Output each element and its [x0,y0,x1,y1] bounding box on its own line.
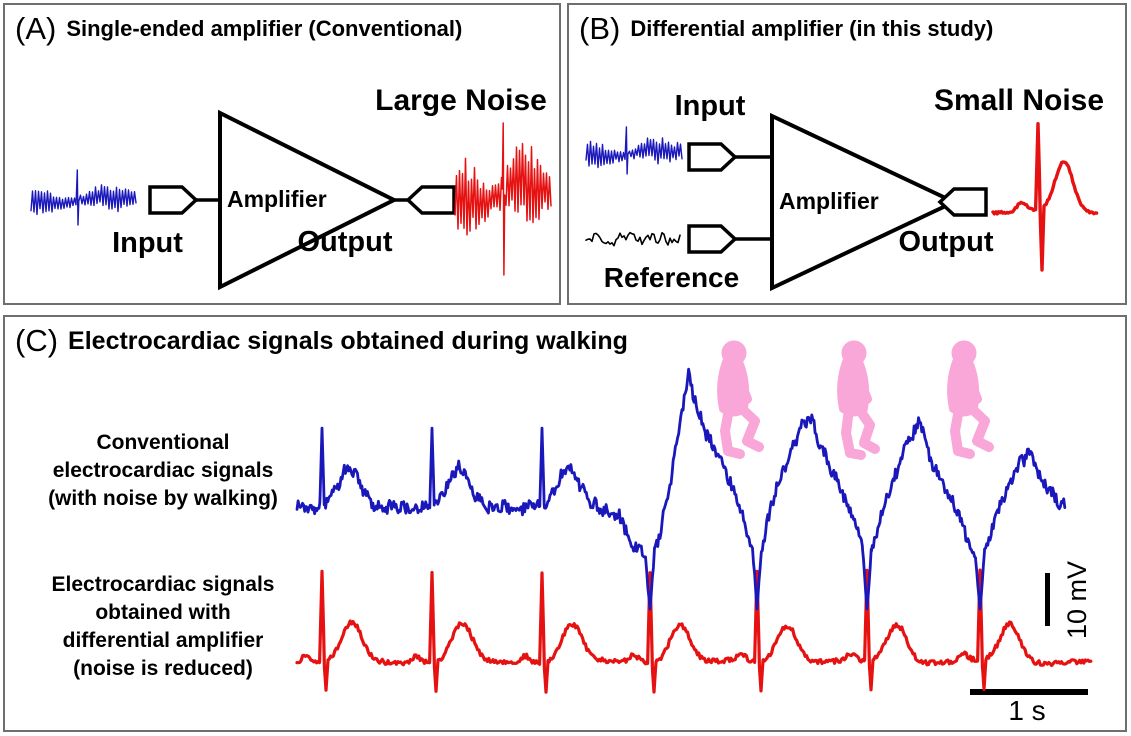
output-signal-red-large-noise [454,122,552,276]
panel-b: (B) Differential amplifier (in this stud… [567,3,1127,305]
panel-a-title: (A) Single-ended amplifier (Conventional… [15,11,462,47]
panel-b-title-text: Differential amplifier (in this study) [630,16,994,41]
panel-a-noise-label: Large Noise [375,84,547,117]
output-signal-red-clean-ecg [991,122,1099,272]
panel-a: (A) Single-ended amplifier (Conventional… [3,3,561,305]
panel-b-tag: (B) [579,11,621,46]
trace1-label-line: Conventional [96,431,230,454]
panel-c-plot [295,340,1093,695]
panel-b-output-label: Output [898,226,994,258]
panel-a-tag: (A) [15,11,57,46]
panel-b-diagram [585,112,1099,292]
panel-b-title: (B) Differential amplifier (in this stud… [579,11,993,47]
panel-b-reference-label: Reference [603,262,740,293]
panel-c: (C) Electrocardiac signals obtained duri… [3,315,1127,732]
output-connector-icon [937,187,988,217]
trace2-label-line: (noise is reduced) [73,657,253,680]
input-connector-icon [148,185,199,215]
panel-b-input-label: Input [674,90,746,122]
reference-connector-icon [687,224,738,254]
panel-a-title-text: Single-ended amplifier (Conventional) [66,16,463,41]
trace1-label: Conventional electrocardiac signals (wit… [17,429,309,513]
amplifier-triangle [770,112,959,292]
voltage-scale-bar [1045,573,1050,626]
panel-a-diagram [30,109,552,291]
conventional-ecg-trace-blue [295,367,1067,611]
output-connector-icon [405,185,456,215]
walking-person-icon [717,340,764,459]
time-scale-bar [970,689,1088,695]
voltage-scale-label: 10 mV [1062,560,1092,640]
trace2-label-line: obtained with [95,601,231,624]
input-connector-icon [687,142,738,172]
time-scale-label: 1 s [1008,695,1046,726]
panel-c-title: (C) Electrocardiac signals obtained duri… [15,323,628,359]
walking-person-icon [947,340,994,459]
trace2-label: Electrocardiac signals obtained with dif… [17,571,309,683]
panel-b-noise-label: Small Noise [933,84,1105,117]
panel-c-title-text: Electrocardiac signals obtained during w… [68,326,628,355]
panel-c-tag: (C) [15,323,59,358]
panel-a-output-label: Output [297,226,393,258]
trace2-label-line: differential amplifier [62,629,264,652]
panel-a-amplifier-label: Amplifier [227,186,327,212]
walking-person-icon [837,340,880,460]
input-signal-blue [30,169,137,226]
panel-b-amplifier-label: Amplifier [779,188,879,214]
differential-ecg-trace-red [295,568,1093,694]
reference-signal-black [585,231,681,247]
trace1-label-line: electrocardiac signals [52,459,274,482]
trace1-label-line: (with noise by walking) [48,487,278,510]
trace2-label-line: Electrocardiac signals [51,573,275,596]
panel-a-input-label: Input [112,227,183,259]
input-signal-blue [585,126,683,175]
